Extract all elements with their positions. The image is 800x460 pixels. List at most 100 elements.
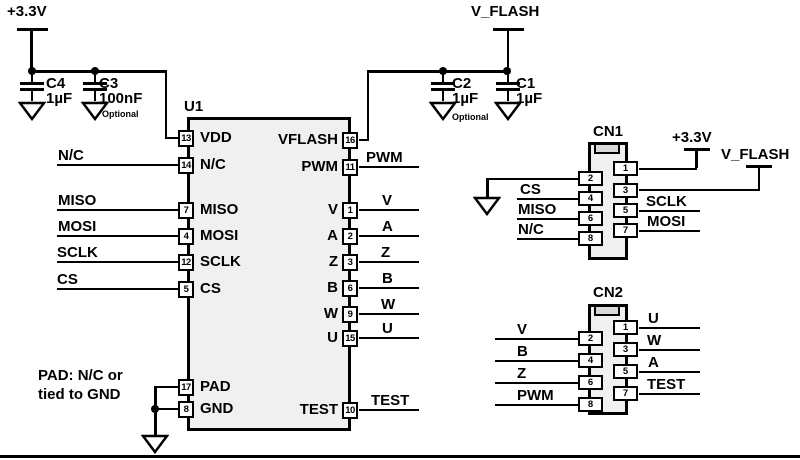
u1-pin-name: PAD	[200, 378, 231, 395]
u1-pin-10: 10	[342, 401, 358, 419]
wire	[517, 217, 578, 221]
wire	[639, 348, 700, 352]
net-label: MOSI	[58, 218, 97, 235]
net-label: A	[648, 354, 659, 371]
junction-dot	[151, 405, 159, 413]
u1-pin-name: V	[327, 201, 338, 218]
u1-pin-2: 2	[342, 227, 358, 245]
wire	[57, 287, 178, 291]
wire	[639, 229, 700, 233]
cn2-pin-3: 3	[613, 342, 638, 357]
u1-pin-name: PWM	[301, 158, 338, 175]
wire	[486, 178, 489, 197]
wire	[93, 91, 97, 101]
wire	[359, 138, 369, 142]
u1-refdes: U1	[184, 98, 204, 115]
rail-3v3-label: +3.3V	[672, 129, 712, 146]
wire	[57, 260, 178, 264]
ground-icon	[429, 101, 457, 121]
capacitor-plate-icon	[431, 88, 455, 91]
capacitor-plate-icon	[496, 82, 520, 85]
u1-pin-name: GND	[200, 400, 234, 417]
wire	[495, 337, 578, 341]
wire	[517, 237, 578, 241]
wire	[639, 370, 700, 374]
rail-3v3-label: +3.3V	[7, 3, 47, 20]
capacitor-plate-icon	[83, 82, 107, 85]
capacitor-plate-icon	[83, 88, 107, 91]
net-label: U	[648, 310, 659, 327]
capacitor-plate-icon	[20, 88, 44, 91]
cap-note: Optional	[102, 109, 139, 119]
u1-pin-name: N/C	[200, 156, 226, 173]
net-label: TEST	[371, 392, 410, 409]
wire	[506, 91, 510, 101]
wire	[639, 188, 760, 192]
cn1-pin-3: 3	[613, 183, 638, 198]
wire	[155, 385, 178, 389]
cn1-pin-8: 8	[578, 231, 603, 246]
wire	[757, 167, 760, 189]
u1-pin-name: Z	[328, 253, 338, 270]
net-label: MOSI	[647, 213, 686, 230]
junction-dot	[28, 67, 36, 75]
cn2-pin-4: 4	[578, 353, 603, 368]
u1-pin-name: VFLASH	[278, 131, 338, 148]
cap-ref: C1	[516, 75, 536, 92]
wire	[57, 234, 178, 238]
wire	[495, 381, 578, 385]
u1-pin-7: 7	[178, 201, 194, 219]
wire	[30, 30, 33, 72]
net-label: CS	[57, 271, 78, 288]
u1-pin-name: TEST	[299, 401, 338, 418]
wire	[359, 286, 419, 290]
cap-ref: C4	[46, 75, 66, 92]
net-label: Z	[381, 244, 391, 261]
wire	[57, 208, 178, 212]
pad-note-line2: tied to GND	[38, 386, 121, 403]
wire	[359, 234, 419, 238]
cn2-key-notch	[594, 305, 620, 316]
net-label: U	[382, 320, 393, 337]
net-label: W	[647, 332, 662, 349]
u1-pin-12: 12	[178, 253, 194, 271]
u1-pin-name: VDD	[200, 129, 232, 146]
wire	[155, 407, 178, 411]
wire	[164, 70, 167, 139]
cap-value: 1µF	[46, 90, 73, 107]
cn2-refdes: CN2	[592, 284, 623, 301]
wire	[165, 136, 179, 140]
wire	[359, 165, 419, 169]
cap-ref: C2	[452, 75, 472, 92]
cap-note: Optional	[452, 112, 489, 122]
wire	[506, 30, 510, 72]
cap-value: 100nF	[99, 90, 143, 107]
wire	[639, 326, 700, 330]
cn2-pin-5: 5	[613, 364, 638, 379]
u1-body	[187, 117, 351, 431]
net-label: PWM	[366, 149, 403, 166]
wire	[359, 336, 419, 340]
capacitor-plate-icon	[431, 82, 455, 85]
wire	[495, 403, 578, 407]
capacitor-plate-icon	[20, 82, 44, 85]
cn2-pin-2: 2	[578, 331, 603, 346]
capacitor-plate-icon	[496, 88, 520, 91]
net-label: SCLK	[57, 244, 98, 261]
u1-pin-3: 3	[342, 253, 358, 271]
cn2-pin-1: 1	[613, 320, 638, 335]
u1-pin-17: 17	[178, 378, 194, 396]
u1-pin-16: 16	[342, 131, 358, 149]
wire	[695, 150, 698, 168]
u1-pin-name: MOSI	[200, 227, 239, 244]
ground-icon	[494, 101, 522, 121]
wire	[57, 163, 178, 167]
u1-pin-name: U	[327, 329, 338, 346]
net-label: B	[382, 270, 393, 287]
net-label: Z	[517, 365, 527, 382]
wire	[359, 312, 419, 316]
cn1-pin-6: 6	[578, 211, 603, 226]
wire	[366, 70, 369, 140]
figure-bottom-border	[0, 455, 800, 458]
net-label: CS	[520, 181, 541, 198]
